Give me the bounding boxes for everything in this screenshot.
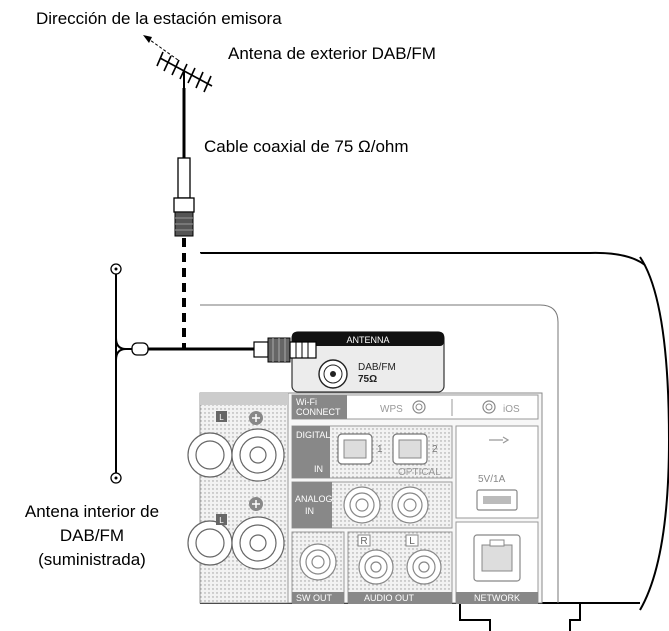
speaker-terminals: L L [187,392,289,604]
wifi-label-2: CONNECT [296,407,341,417]
optical-label: OPTICAL [398,467,441,478]
audio-out-block: AUDIO OUT R L [347,531,453,604]
antenna-header-text: ANTENNA [346,335,389,345]
analog-jack-r [391,486,429,524]
usb-block: 5V/1A [455,425,539,519]
wps-label: WPS [380,404,403,415]
speaker-terminal-top-a [187,432,233,478]
digital-label: DIGITAL [296,430,330,440]
ios-button [482,400,496,414]
speaker-l-label-top: L [219,413,224,422]
outdoor-antenna-label: Antena de exterior DAB/FM [228,44,436,63]
speaker-terminal-bottom-a [187,520,233,566]
indoor-antenna-label-line1: Antena interior de [24,502,160,521]
direction-label: Dirección de la estación emisora [36,9,282,28]
audio-l-label: L [409,536,415,547]
audio-out-jack-r [358,549,394,585]
usb-power-label: 5V/1A [478,474,506,485]
audio-r-label: R [360,536,367,547]
speaker-terminal-top-b [231,428,285,482]
coax-plug [148,337,317,363]
analog-jack-l [343,486,381,524]
antenna-block: ANTENNA DAB/FM 75Ω [291,331,445,393]
digital-in-label: IN [314,464,323,474]
wifi-row: Wi-Fi CONNECT WPS iOS [291,394,539,420]
coax-cable [173,88,195,348]
analog-label-2: IN [305,506,314,516]
network-label: NETWORK [474,593,520,603]
speaker-terminal-bottom-b [231,516,285,570]
ios-label: iOS [503,404,520,415]
antenna-jack-label-2: 75Ω [358,374,377,385]
coax-cable-label: Cable coaxial de 75 Ω/ohm [204,137,409,156]
indoor-antenna-label: Antena interior de DAB/FM (suministrada) [0,500,184,572]
audio-out-label: AUDIO OUT [364,593,415,603]
wps-button [412,400,426,414]
optical-2-label: 2 [432,444,438,455]
analog-label-1: ANALOG [295,494,333,504]
digital-in-block: DIGITAL IN 1 2 OPTICAL [291,425,453,479]
antenna-jack-label-1: DAB/FM [358,362,396,373]
sw-out-jack [299,543,337,581]
indoor-antenna-label-line3: (suministrada) [38,550,146,569]
optical-1-label: 1 [377,444,383,455]
direction-arrow [143,35,179,61]
speaker-l-label-bottom: L [219,516,224,525]
indoor-antenna-label-line2: DAB/FM [59,526,125,545]
indoor-antenna-icon [110,263,149,484]
sw-out-block: SW OUT [291,531,345,604]
wifi-label-1: Wi-Fi [296,397,317,407]
sw-out-label: SW OUT [296,593,332,603]
outdoor-antenna-icon [156,51,213,93]
network-block: NETWORK [455,521,539,604]
analog-in-block: ANALOG IN [291,481,453,529]
audio-out-jack-l [406,549,442,585]
